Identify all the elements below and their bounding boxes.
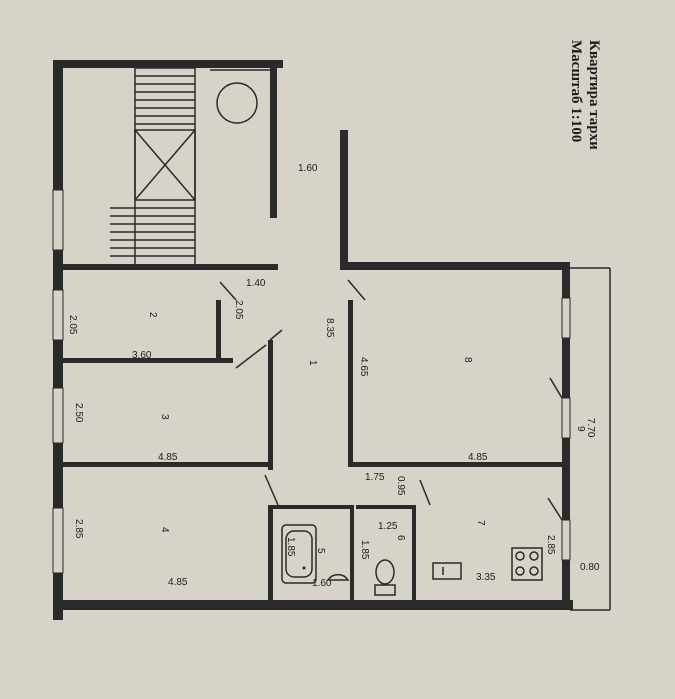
dim-corridor-length: 8.35: [324, 318, 335, 338]
stairwell: [110, 67, 270, 269]
dim-bath-width: 1.85: [285, 537, 296, 557]
dim-room4-height: 2.85: [73, 519, 84, 539]
bathtub: [281, 524, 317, 584]
dim-room3-width: 4.85: [158, 452, 178, 463]
dim-kitchen-width: 3.35: [476, 572, 496, 583]
shaft-circle: [216, 82, 258, 124]
door-swings: [219, 279, 563, 521]
dim-room4-width: 4.85: [168, 577, 188, 588]
right-windows: [561, 297, 571, 561]
room-number-8: 8: [462, 357, 473, 363]
room-number-2: 2: [147, 312, 158, 318]
dim-corridor-width: 1.60: [298, 163, 318, 174]
dim-balcony-length: 7.70: [585, 418, 596, 438]
dim-passage-width: 0.95: [395, 476, 406, 496]
washbasin: [326, 573, 350, 581]
room-number-3: 3: [159, 414, 170, 420]
dim-wc-length: 1.85: [359, 540, 370, 560]
dim-room2-height: 2.05: [67, 315, 78, 335]
dim-room8-width: 4.85: [468, 452, 488, 463]
stair-steps: [110, 75, 195, 257]
outer-walls: [53, 60, 573, 620]
room-number-7: 7: [475, 520, 486, 526]
dim-passage-length: 1.75: [365, 472, 385, 483]
room-number-9: 9: [575, 426, 586, 432]
left-windows: [52, 189, 64, 574]
dim-kitchen-height: 2.85: [545, 535, 556, 555]
room-number-6: 6: [395, 535, 406, 541]
dim-room2-side: 2.05: [233, 300, 244, 320]
dim-room8-height: 4.65: [358, 357, 369, 377]
dim-balcony-width: 0.80: [580, 562, 600, 573]
dim-room3-height: 2.50: [73, 403, 84, 423]
kitchen-sink: [432, 562, 462, 580]
dim-room2-width: 3.60: [132, 350, 152, 361]
stove: [511, 547, 543, 581]
interior-walls: [63, 68, 562, 605]
toilet: [374, 559, 396, 596]
title-block: Квартира тархи Масштаб 1:100: [568, 40, 602, 150]
dim-bath-length: 1.60: [312, 578, 332, 589]
dim-hall-width: 1.40: [246, 278, 266, 289]
dim-wc-width: 1.25: [378, 521, 398, 532]
plan-scale: Масштаб 1:100: [568, 40, 584, 142]
balcony-outline: [570, 267, 611, 611]
room-number-4: 4: [159, 527, 170, 533]
plan-title: Квартира тархи: [586, 40, 602, 150]
room-number-5: 5: [315, 548, 326, 554]
dimension-labels: 1.60 1.40 2.05 2.05 3.60 2.50 4.85 2.85 …: [67, 163, 600, 589]
room-numbers: 1 2 3 4 5 6 7 8 9: [147, 312, 586, 554]
room-number-1: 1: [307, 360, 318, 366]
